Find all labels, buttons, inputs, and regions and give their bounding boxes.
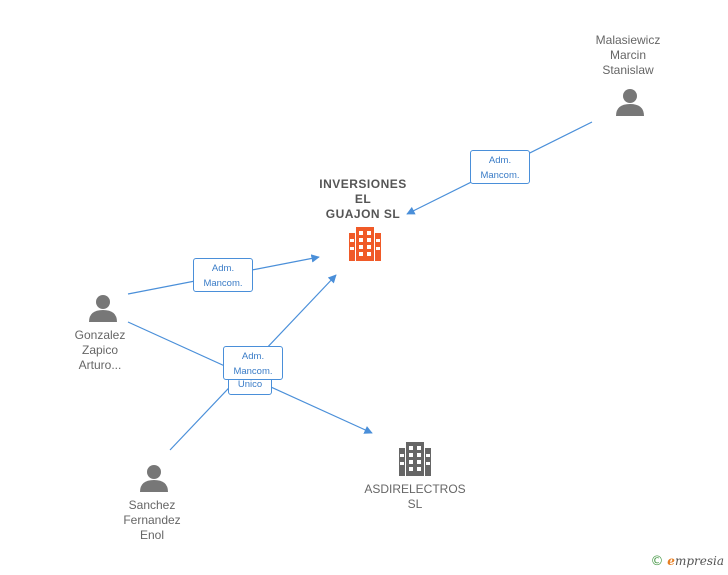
edge-label-gonzalez-inversiones[interactable]: Adm. Mancom. bbox=[193, 258, 253, 292]
person-icon[interactable] bbox=[88, 294, 118, 324]
person-icon[interactable] bbox=[139, 464, 169, 494]
person-icon[interactable] bbox=[615, 88, 645, 118]
node-label-malasiewicz[interactable]: Malasiewicz Marcin Stanislaw bbox=[595, 33, 661, 77]
node-label-asdirelectros[interactable]: ASDIRELECTROS SL bbox=[364, 482, 466, 511]
building-icon[interactable] bbox=[399, 442, 431, 478]
copyright-icon: © bbox=[650, 554, 664, 569]
node-label-gonzalez[interactable]: Gonzalez Zapico Arturo... bbox=[74, 328, 126, 372]
edge-label-malasiewicz-inversiones[interactable]: Adm. Mancom. bbox=[470, 150, 530, 184]
brand-watermark: © empresia bbox=[650, 554, 724, 569]
brand-initial: e bbox=[667, 554, 675, 568]
node-label-inversiones[interactable]: INVERSIONES EL GUAJON SL bbox=[319, 177, 407, 221]
edge-label-sanchez-inversiones[interactable]: Adm. Mancom. bbox=[223, 346, 283, 380]
building-icon[interactable] bbox=[349, 227, 381, 263]
node-label-sanchez[interactable]: Sanchez Fernandez Enol bbox=[123, 498, 181, 542]
brand-name: mpresia bbox=[674, 554, 724, 568]
